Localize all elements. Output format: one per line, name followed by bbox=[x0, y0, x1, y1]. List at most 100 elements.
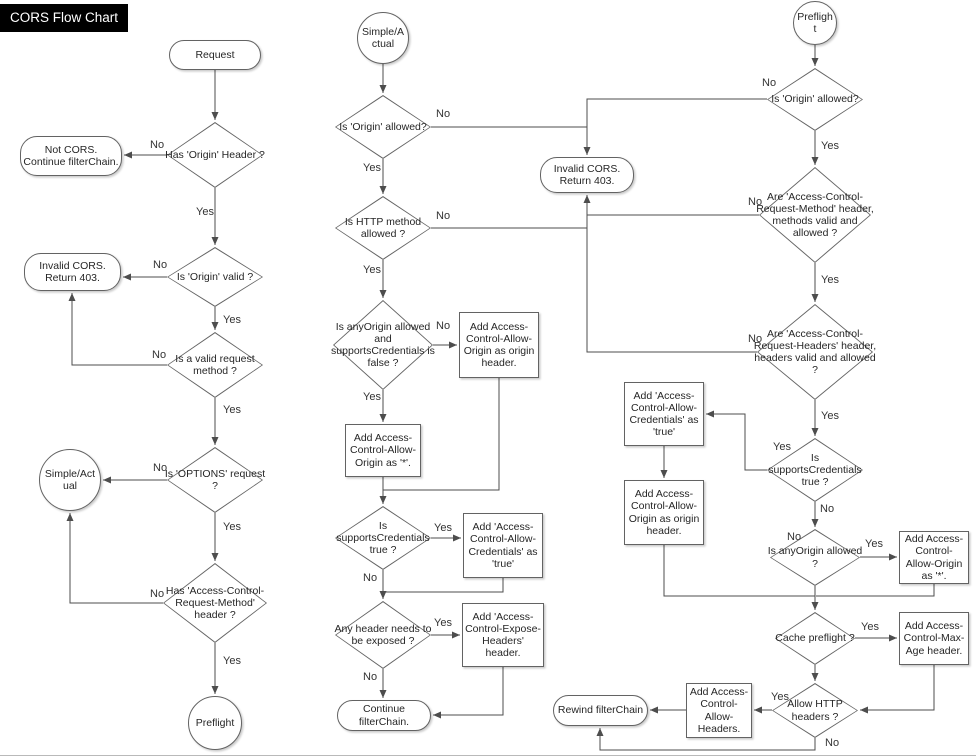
edge-label-no: No bbox=[436, 320, 451, 332]
edge-label-no: No bbox=[787, 531, 802, 543]
edge-label-no: No bbox=[153, 259, 168, 271]
edge-acrh-valid-no bbox=[583, 195, 757, 353]
node-acrm-valid-label: Are 'Access-Control-Request-Method' head… bbox=[756, 190, 874, 240]
edge-credentials-rejoin-mid bbox=[383, 578, 504, 593]
node-cache-preflight-label: Cache preflight ? bbox=[775, 632, 855, 645]
node-allow-http-headers: Allow HTTP headers ? bbox=[772, 683, 858, 738]
edge-label-yes: Yes bbox=[196, 206, 214, 218]
node-anyorigin-supports-false: Is anyOrigin allowed and supportsCredent… bbox=[331, 300, 435, 390]
edge-label-yes: Yes bbox=[821, 274, 839, 286]
node-rewind-filterchain: Rewind filterChain bbox=[553, 695, 648, 726]
node-origin-allowed-mid-label: Is 'Origin' allowed? bbox=[339, 120, 427, 133]
node-add-acao-origin-right-label: Add Access-Control-Allow-Origin as origi… bbox=[628, 488, 700, 537]
node-invalid-cors-mid: Invalid CORS. Return 403. bbox=[540, 157, 634, 193]
edge-label-no: No bbox=[363, 572, 378, 584]
node-request-label: Request bbox=[195, 48, 235, 61]
edge-label-yes: Yes bbox=[821, 140, 839, 152]
node-add-acma-label: Add Access-Control-Max-Age header. bbox=[903, 620, 965, 657]
edge-label-yes: Yes bbox=[434, 522, 452, 534]
edge-label-no: No bbox=[152, 349, 167, 361]
node-invalid-cors-mid-label: Invalid CORS. Return 403. bbox=[553, 162, 621, 187]
node-origin-valid: Is 'Origin' valid ? bbox=[167, 247, 263, 307]
node-origin-valid-label: Is 'Origin' valid ? bbox=[176, 270, 254, 283]
edge-star-rejoin-right bbox=[816, 584, 935, 597]
node-add-acao-origin-right: Add Access-Control-Allow-Origin as origi… bbox=[624, 480, 704, 545]
node-add-acao-star-mid: Add Access-Control-Allow-Origin as '*'. bbox=[345, 424, 421, 477]
node-has-origin-header: Has 'Origin' Header ? bbox=[165, 122, 265, 188]
node-has-acrm-header: Has 'Access-Control-Request-Method' head… bbox=[163, 563, 267, 643]
edge-label-yes: Yes bbox=[223, 655, 241, 667]
node-valid-method: Is a valid request method ? bbox=[167, 332, 263, 398]
edge-supports-right-yes bbox=[706, 410, 767, 471]
edge-label-no: No bbox=[436, 210, 451, 222]
node-allow-http-headers-label: Allow HTTP headers ? bbox=[787, 698, 843, 723]
node-any-header-exposed-label: Any header needs to be exposed ? bbox=[334, 622, 432, 647]
node-continue-filterchain-label: Continue filterChain. bbox=[358, 703, 410, 728]
node-not-cors: Not CORS. Continue filterChain. bbox=[20, 136, 122, 176]
node-add-acah: Add Access-Control-Allow-Headers. bbox=[686, 683, 752, 738]
edge-maxage-rejoin bbox=[860, 665, 935, 714]
edge-label-yes: Yes bbox=[865, 538, 883, 550]
node-anyorigin-allowed: Is anyOrigin allowed ? bbox=[768, 529, 862, 586]
node-add-acao-star-mid-label: Add Access-Control-Allow-Origin as '*'. bbox=[350, 432, 416, 469]
node-not-cors-label: Not CORS. Continue filterChain. bbox=[23, 143, 119, 168]
edge-label-yes: Yes bbox=[223, 521, 241, 533]
node-supports-cred-right-label: Is supportsCredentials true ? bbox=[768, 451, 862, 489]
node-options-request: Is 'OPTIONS' request ? bbox=[165, 447, 265, 513]
node-invalid-cors-left: Invalid CORS. Return 403. bbox=[24, 253, 121, 291]
edge-label-yes: Yes bbox=[363, 391, 381, 403]
edge-allow-http-no bbox=[596, 728, 816, 751]
node-continue-filterchain: Continue filterChain. bbox=[337, 700, 431, 731]
edge-label-yes: Yes bbox=[773, 441, 791, 453]
node-valid-method-label: Is a valid request method ? bbox=[175, 352, 255, 377]
edge-originheader-rejoin-mid bbox=[383, 378, 500, 491]
edge-label-no: No bbox=[762, 77, 777, 89]
node-add-acao-origin-mid-label: Add Access-Control-Allow-Origin as origi… bbox=[463, 320, 535, 370]
edge-label-no: No bbox=[825, 737, 840, 749]
node-supports-cred-right: Is supportsCredentials true ? bbox=[767, 438, 863, 502]
edge-label-yes: Yes bbox=[223, 314, 241, 326]
node-preflight-left-label: Preflight bbox=[195, 716, 235, 729]
edge-valid-method-no bbox=[68, 293, 167, 366]
node-add-acao-star-right-label: Add Access-Control-Allow-Origin as '*'. bbox=[904, 533, 964, 582]
node-simple-actual-left: Simple/Actual bbox=[39, 449, 101, 511]
edge-originheader-rejoin-right bbox=[663, 545, 815, 597]
node-add-aceh: Add 'Access-Control-Expose-Headers' head… bbox=[462, 603, 544, 667]
node-http-method-allowed: Is HTTP method allowed ? bbox=[335, 196, 431, 260]
node-acrh-valid: Are 'Access-Control-Request-Headers' hea… bbox=[754, 304, 876, 400]
node-add-acac-true-mid-label: Add 'Access-Control-Allow-Credentials' a… bbox=[468, 521, 538, 570]
node-supports-cred-mid: Is supportsCredentials true ? bbox=[335, 506, 431, 570]
edge-label-yes: Yes bbox=[223, 404, 241, 416]
edge-label-yes: Yes bbox=[771, 691, 789, 703]
edge-label-yes: Yes bbox=[434, 617, 452, 629]
node-simple-actual-left-label: Simple/Actual bbox=[44, 467, 96, 492]
node-add-acao-star-right: Add Access-Control-Allow-Origin as '*'. bbox=[899, 531, 969, 584]
node-simple-actual-mid-label: Simple/Actual bbox=[361, 25, 404, 50]
node-supports-cred-mid-label: Is supportsCredentials true ? bbox=[336, 519, 430, 557]
edge-label-no: No bbox=[436, 108, 451, 120]
edge-label-no: No bbox=[748, 196, 763, 208]
node-add-acao-origin-mid: Add Access-Control-Allow-Origin as origi… bbox=[459, 312, 539, 378]
node-cache-preflight: Cache preflight ? bbox=[775, 612, 855, 665]
edge-label-yes: Yes bbox=[821, 410, 839, 422]
edge-label-no: No bbox=[150, 588, 165, 600]
edge-label-no: No bbox=[153, 462, 168, 474]
edge-label-yes: Yes bbox=[861, 621, 879, 633]
edge-origin-allowed-right-no bbox=[583, 98, 767, 155]
edge-expose-to-continue bbox=[433, 667, 504, 719]
node-invalid-cors-left-label: Invalid CORS. Return 403. bbox=[39, 259, 106, 284]
node-simple-actual-mid: Simple/Actual bbox=[357, 12, 409, 64]
node-preflight-right: Preflight bbox=[793, 1, 837, 45]
edge-label-no: No bbox=[363, 671, 378, 683]
node-origin-allowed-right: Is 'Origin' allowed? bbox=[767, 68, 863, 131]
edge-label-no: No bbox=[748, 333, 763, 345]
edge-label-no: No bbox=[820, 503, 835, 515]
node-anyorigin-supports-false-label: Is anyOrigin allowed and supportsCredent… bbox=[331, 320, 435, 370]
node-request: Request bbox=[169, 40, 261, 70]
edge-label-yes: Yes bbox=[363, 162, 381, 174]
node-has-acrm-header-label: Has 'Access-Control-Request-Method' head… bbox=[165, 584, 265, 622]
node-acrm-valid: Are 'Access-Control-Request-Method' head… bbox=[756, 167, 874, 263]
node-acrh-valid-label: Are 'Access-Control-Request-Headers' hea… bbox=[753, 327, 877, 377]
